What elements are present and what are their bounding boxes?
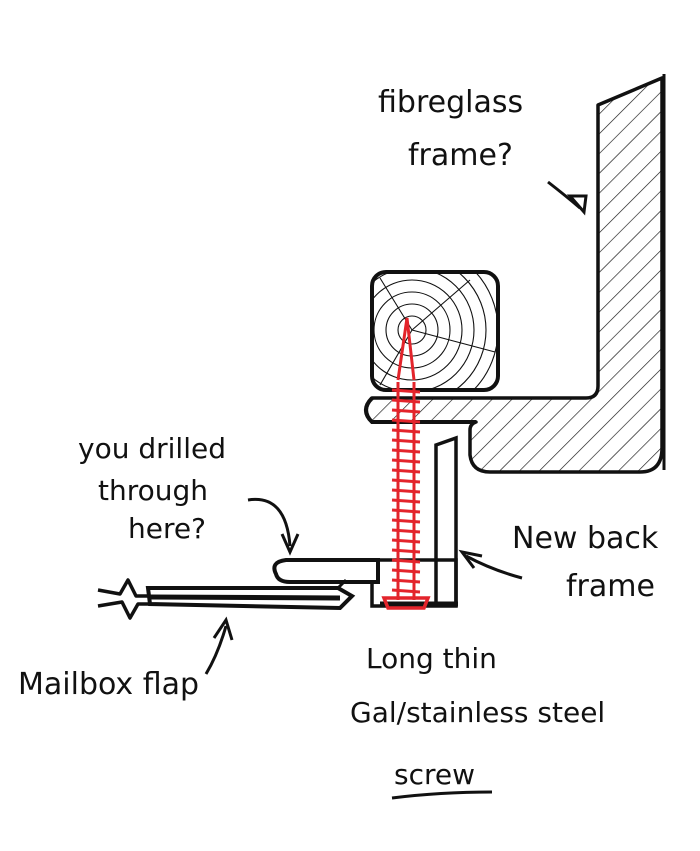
label-mailbox-flap: Mailbox flap [18,667,199,702]
label-frame-line2: frame? [408,138,513,173]
arrow-to-back-frame [458,549,523,580]
arrow-to-frame [547,180,588,216]
label-drilled-line1: you drilled [78,432,226,465]
new-back-frame [370,435,458,608]
fibreglass-frame [364,74,666,474]
label-screw-line3: screw [394,758,475,791]
label-frame-line1: fibreglass [378,85,523,120]
label-screw-line1: Long thin [366,642,497,675]
label-drilled-line3: here? [128,512,206,545]
mailbox-flap [97,558,380,620]
screw [381,317,431,610]
arrow-to-drill-point [247,497,300,556]
label-back-frame-line2: frame [566,569,655,604]
label-drilled-line2: through [98,474,208,507]
arrow-to-flap [204,616,234,675]
label-back-frame-line1: New back [512,521,659,556]
wooden-block [370,270,500,392]
screw-underline [391,790,493,800]
label-screw-line2: Gal/stainless steel [350,696,605,729]
